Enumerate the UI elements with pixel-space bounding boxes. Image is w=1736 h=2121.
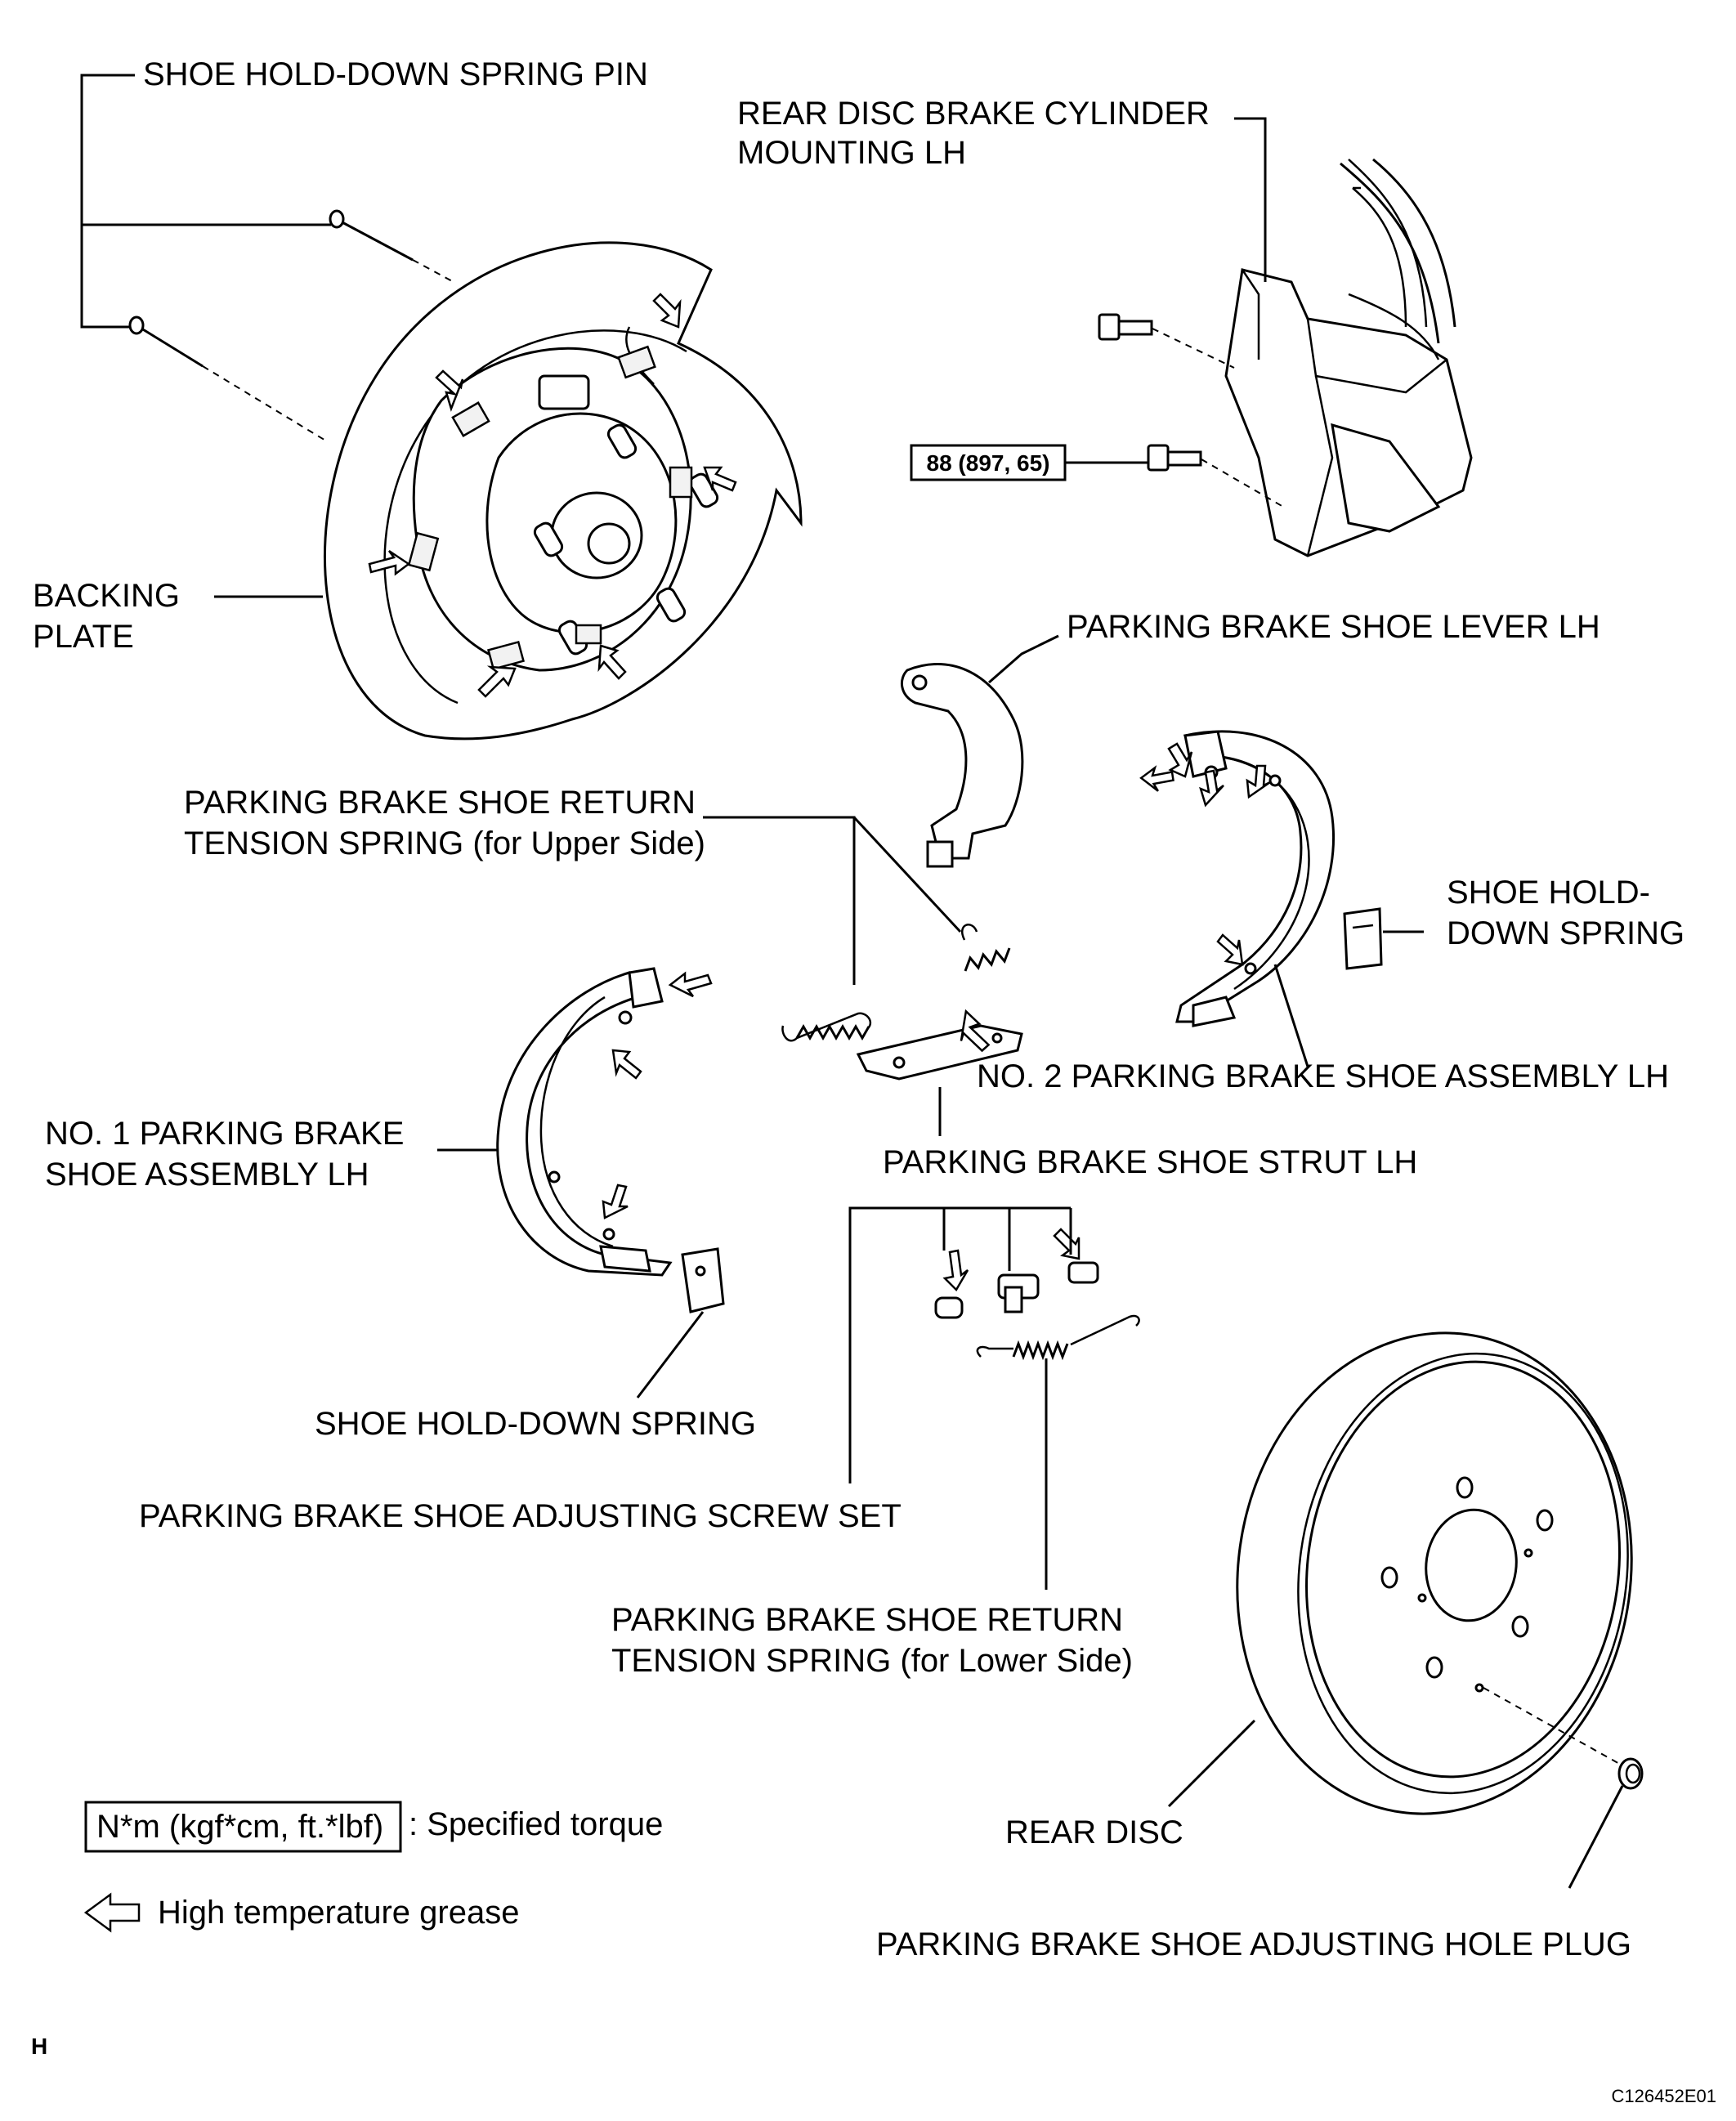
label-hold-spring-lower: SHOE HOLD-DOWN SPRING [315,1406,756,1442]
label-backing-line1: BACKING [33,578,180,614]
torque-value: 88 (897, 65) [927,450,1050,476]
footer-code: C126452E01 [1612,2086,1716,2106]
wheel-stud [655,587,687,623]
label-no1-shoe-line2: SHOE ASSEMBLY LH [45,1157,369,1193]
legend-grease: High temperature grease [83,1892,519,1933]
leader-upper-spring-2 [852,816,962,933]
grease-arrow [703,466,737,492]
rear-disc [1236,1331,1633,1815]
caliper-bolt-lower [1147,444,1284,508]
leader-cylinder [1234,117,1267,282]
label-lower-spring-line2: TENSION SPRING (for Lower Side) [611,1643,1133,1679]
grease-arrow [368,549,411,576]
label-strut: PARKING BRAKE SHOE STRUT LH [883,1144,1417,1180]
grease-arrow [435,369,464,412]
grease-arrow [960,1009,991,1053]
label-hold-down-pin: SHOE HOLD-DOWN SPRING PIN [143,56,648,92]
grease-arrow [1246,764,1271,799]
leader-no2-shoe [1273,964,1309,1067]
footer-letter: H [31,2034,47,2059]
grease-arrow [1053,1228,1081,1260]
legend-torque-text: : Specified torque [409,1806,663,1842]
caliper-bolt-upper [1098,313,1235,369]
grease-arrow [477,665,517,698]
label-hole-plug: PARKING BRAKE SHOE ADJUSTING HOLE PLUG [876,1926,1631,1962]
leader-rear-disc [1167,1719,1256,1808]
wheel-stud [606,423,638,459]
grease-arrow [602,1184,629,1219]
hold-down-pin [329,209,454,283]
leader-pin [80,74,331,329]
leader-adjusting-screw [848,1206,1071,1483]
label-cylinder-line1: REAR DISC BRAKE CYLINDER [737,96,1210,132]
grease-arrow [611,1049,642,1080]
upper-return-spring [781,924,1011,1042]
legend-torque: N*m (kgf*cm, ft.*lbf) : Specified torque [84,1801,663,1853]
grease-arrow-icon [83,1892,141,1933]
grease-arrow [597,644,627,680]
parking-brake-shoe-lever [900,663,1024,868]
label-upper-spring-line2: TENSION SPRING (for Upper Side) [184,826,705,861]
label-rear-disc: REAR DISC [1005,1814,1183,1850]
label-hold-spring-right-line2: DOWN SPRING [1447,915,1685,951]
wheel-stud [533,521,564,557]
leader-lever [988,634,1059,684]
torque-callout: 88 (897, 65) [910,444,1148,481]
grease-arrow [942,1249,969,1292]
grease-arrow [1139,765,1174,792]
hold-down-pin [128,315,328,442]
label-backing-line2: PLATE [33,619,134,655]
grease-arrow [652,293,682,329]
lower-return-spring [976,1314,1140,1361]
label-no1-shoe-line1: NO. 1 PARKING BRAKE [45,1116,404,1152]
backing-plate [324,241,803,741]
label-cylinder-line2: MOUNTING LH [737,135,966,171]
adjusting-screw-set [934,1261,1099,1319]
grease-arrow [1199,769,1224,808]
grease-arrow [1167,742,1193,778]
legend-grease-text: High temperature grease [158,1895,519,1931]
no1-parking-brake-shoe-assembly [496,967,673,1277]
brake-cylinder-mounting [1224,158,1473,557]
grease-arrow [668,971,713,998]
adjusting-hole-plug [1568,1757,1644,1889]
label-upper-spring-line1: PARKING BRAKE SHOE RETURN [184,785,696,821]
legend-torque-box-text: N*m (kgf*cm, ft.*lbf) [96,1809,383,1845]
label-lever: PARKING BRAKE SHOE LEVER LH [1067,609,1600,645]
leader-upper-spring [703,816,856,985]
label-no2-shoe: NO. 2 PARKING BRAKE SHOE ASSEMBLY LH [977,1058,1669,1094]
label-lower-spring-line1: PARKING BRAKE SHOE RETURN [611,1602,1123,1638]
label-hold-spring-right-line1: SHOE HOLD- [1447,875,1650,911]
shoe-hold-down-spring-right [1343,907,1424,970]
shoe-hold-down-spring-lower [636,1247,725,1398]
grease-arrow [1216,933,1244,966]
label-adjusting-screw: PARKING BRAKE SHOE ADJUSTING SCREW SET [139,1498,902,1534]
